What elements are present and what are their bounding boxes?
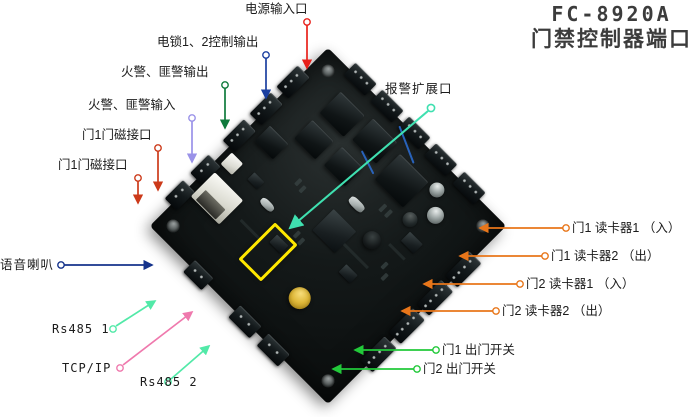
leader-door1-reader1 [478, 222, 570, 234]
label-alarm-output: 火警、匪警输出 [121, 65, 209, 79]
label-door1-contact-b: 门1门磁接口 [58, 158, 128, 172]
leader-alarm-expansion [288, 103, 436, 230]
leader-door2-reader1 [422, 278, 524, 290]
title-block: FC-8920A 门禁控制器端口 [531, 2, 692, 52]
label-door2-exit-switch: 门2 出门开关 [423, 362, 496, 376]
leader-power-input [301, 18, 313, 70]
label-rs485-2: Rs485 2 [140, 375, 198, 389]
label-speaker: 语音喇叭 [0, 258, 55, 272]
product-subtitle: 门禁控制器端口 [531, 27, 692, 51]
leader-tcpip [116, 310, 194, 372]
leader-door2-exit-switch [331, 363, 421, 375]
leader-rs485-1 [109, 300, 157, 333]
leader-rs485-2 [164, 344, 211, 386]
leader-door1-contact-b [132, 174, 144, 205]
label-alarm-expansion: 报警扩展口 [385, 82, 453, 96]
leader-door1-contact-a [152, 144, 164, 192]
label-door2-reader2: 门2 读卡器2 （出） [502, 304, 611, 318]
leader-alarm-output [219, 81, 231, 130]
label-door1-exit-switch: 门1 出门开关 [442, 343, 515, 357]
callout-arrows [57, 18, 570, 386]
label-power-input: 电源输入口 [245, 2, 308, 16]
label-lock-control-out: 电锁1、2控制输出 [157, 35, 259, 49]
leader-alarm-input [186, 114, 198, 164]
leader-lock-control-out [260, 51, 272, 100]
label-alarm-input: 火警、匪警输入 [88, 98, 176, 112]
label-rs485-1: Rs485 1 [52, 322, 110, 336]
label-door1-reader1: 门1 读卡器1 （入） [572, 221, 681, 235]
leader-door2-reader2 [400, 305, 500, 317]
leader-speaker [57, 259, 154, 271]
diagram-canvas: FC-8920A 门禁控制器端口 [0, 2, 692, 405]
leader-door1-reader2 [458, 250, 549, 262]
product-model: FC-8920A [551, 2, 672, 26]
label-tcpip: TCP/IP [62, 361, 112, 375]
label-door1-contact-a: 门1门磁接口 [82, 128, 152, 142]
label-door1-reader2: 门1 读卡器2 （出） [551, 249, 660, 263]
label-door2-reader1: 门2 读卡器1 （入） [526, 277, 635, 291]
leader-door1-exit-switch [353, 344, 440, 356]
